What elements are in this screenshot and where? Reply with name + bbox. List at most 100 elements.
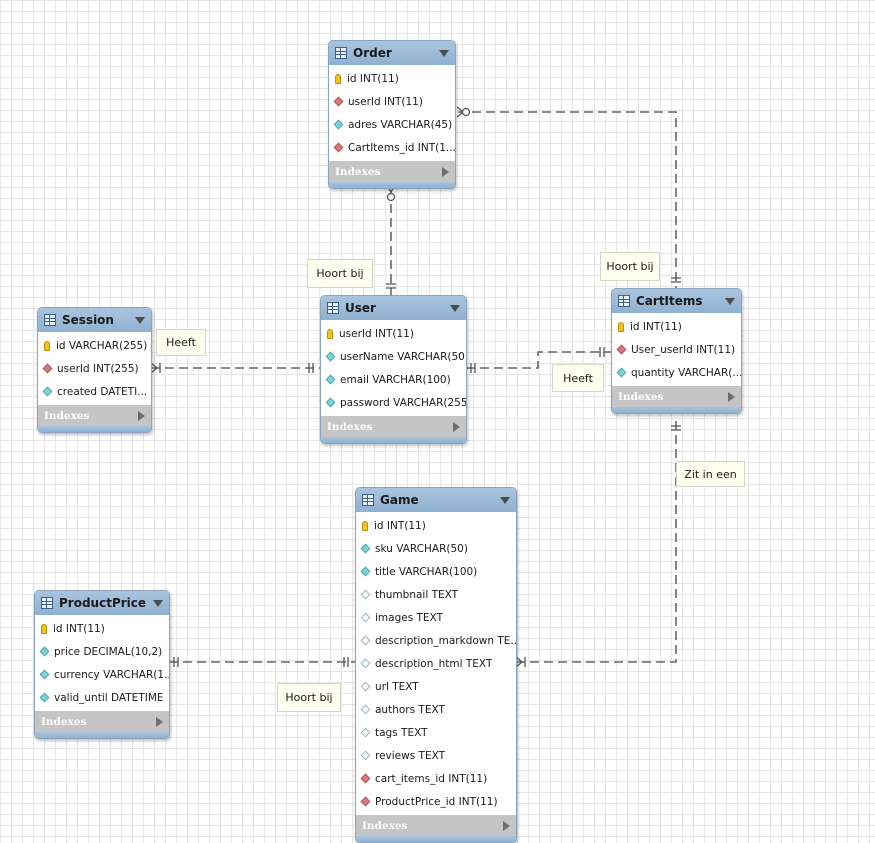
column-label: reviews TEXT: [375, 749, 446, 762]
column-row[interactable]: url TEXT: [356, 675, 516, 698]
column-row[interactable]: adres VARCHAR(45): [329, 113, 455, 136]
table-icon: [44, 314, 56, 326]
table-name: CartItems: [636, 294, 703, 308]
indexes-section[interactable]: Indexes: [612, 386, 741, 407]
collapse-caret-icon[interactable]: [450, 304, 460, 312]
column-row[interactable]: id INT(11): [612, 315, 741, 338]
table-user[interactable]: User userId INT(11) userName VARCHAR(50)e…: [320, 295, 467, 444]
expand-caret-icon[interactable]: [442, 166, 449, 177]
note-cartitems-game[interactable]: Zit in een: [676, 461, 745, 487]
table-cartitems[interactable]: CartItems id INT(11) User_userId INT(11) q…: [611, 288, 742, 414]
table-game[interactable]: Game id INT(11) sku VARCHAR(50)title VARC…: [355, 487, 517, 843]
column-row[interactable]: tags TEXT: [356, 721, 516, 744]
column-row[interactable]: sku VARCHAR(50): [356, 537, 516, 560]
table-icon: [618, 295, 630, 307]
collapse-caret-icon[interactable]: [135, 316, 145, 324]
table-icon: [335, 47, 347, 59]
column-row[interactable]: thumbnail TEXT: [356, 583, 516, 606]
column-row[interactable]: images TEXT: [356, 606, 516, 629]
column-list: id INT(11) User_userId INT(11) quantity VA…: [612, 313, 741, 386]
column-label: userId INT(11): [339, 327, 414, 340]
column-row[interactable]: created DATETI...: [38, 380, 151, 403]
indexes-section[interactable]: Indexes: [321, 416, 466, 437]
expand-caret-icon[interactable]: [728, 391, 735, 402]
expand-caret-icon[interactable]: [503, 820, 510, 831]
collapse-caret-icon[interactable]: [153, 599, 163, 607]
primary-key-icon: [335, 73, 341, 84]
column-row[interactable]: userName VARCHAR(50): [321, 345, 466, 368]
column-row[interactable]: cart_items_id INT(11): [356, 767, 516, 790]
indexes-section[interactable]: Indexes: [38, 405, 151, 426]
column-label: created DATETI...: [57, 385, 148, 398]
indexes-label: Indexes: [618, 390, 664, 403]
column-label: User_userId INT(11): [631, 343, 736, 356]
note-productprice-game[interactable]: Hoort bij: [277, 683, 341, 712]
column-icon: [39, 692, 50, 703]
column-label: description_markdown TE...: [375, 634, 516, 647]
column-row[interactable]: userId INT(255): [38, 357, 151, 380]
column-row[interactable]: quantity VARCHAR(...: [612, 361, 741, 384]
column-row[interactable]: ProductPrice_id INT(11): [356, 790, 516, 813]
column-row[interactable]: valid_until DATETIME: [35, 686, 169, 709]
column-label: userId INT(255): [57, 362, 139, 375]
column-row[interactable]: id INT(11): [356, 514, 516, 537]
indexes-section[interactable]: Indexes: [329, 161, 455, 182]
table-order[interactable]: Order id INT(11) userId INT(11) adres VARC…: [328, 40, 456, 189]
column-row[interactable]: currency VARCHAR(1...: [35, 663, 169, 686]
collapse-caret-icon[interactable]: [439, 49, 449, 57]
indexes-section[interactable]: Indexes: [35, 711, 169, 732]
nullable-column-icon: [360, 750, 371, 761]
foreign-key-icon: [360, 796, 371, 807]
column-row[interactable]: userId INT(11): [329, 90, 455, 113]
note-order-user[interactable]: Hoort bij: [307, 259, 373, 288]
expand-caret-icon[interactable]: [138, 410, 145, 421]
column-row[interactable]: id VARCHAR(255): [38, 334, 151, 357]
column-row[interactable]: email VARCHAR(100): [321, 368, 466, 391]
primary-key-icon: [44, 340, 50, 351]
table-icon: [41, 597, 53, 609]
note-user-cartitems[interactable]: Heeft: [552, 364, 604, 392]
collapse-caret-icon[interactable]: [500, 496, 510, 504]
expand-caret-icon[interactable]: [453, 421, 460, 432]
table-header[interactable]: User: [321, 296, 466, 320]
indexes-label: Indexes: [362, 819, 408, 832]
note-session-user[interactable]: Heeft: [156, 329, 206, 356]
table-header[interactable]: Game: [356, 488, 516, 512]
column-row[interactable]: title VARCHAR(100): [356, 560, 516, 583]
column-row[interactable]: description_html TEXT: [356, 652, 516, 675]
column-list: id INT(11) price DECIMAL(10,2) currency VA…: [35, 615, 169, 711]
column-label: id INT(11): [374, 519, 426, 532]
primary-key-icon: [41, 623, 47, 634]
column-label: price DECIMAL(10,2): [54, 645, 163, 658]
table-icon: [327, 302, 339, 314]
column-row[interactable]: id INT(11): [35, 617, 169, 640]
column-row[interactable]: reviews TEXT: [356, 744, 516, 767]
column-row[interactable]: authors TEXT: [356, 698, 516, 721]
column-icon: [616, 367, 627, 378]
collapse-caret-icon[interactable]: [725, 297, 735, 305]
indexes-section[interactable]: Indexes: [356, 815, 516, 836]
column-row[interactable]: userId INT(11): [321, 322, 466, 345]
column-label: id VARCHAR(255): [56, 339, 148, 352]
foreign-key-icon: [42, 363, 53, 374]
expand-caret-icon[interactable]: [156, 716, 163, 727]
column-icon: [325, 351, 336, 362]
column-row[interactable]: User_userId INT(11): [612, 338, 741, 361]
column-row[interactable]: description_markdown TE...: [356, 629, 516, 652]
table-productprice[interactable]: ProductPrice id INT(11) price DECIMAL(10,…: [34, 590, 170, 739]
column-row[interactable]: CartItems_id INT(1...: [329, 136, 455, 159]
indexes-label: Indexes: [335, 165, 381, 178]
table-header[interactable]: Session: [38, 308, 151, 332]
column-row[interactable]: price DECIMAL(10,2): [35, 640, 169, 663]
column-icon: [360, 566, 371, 577]
column-label: userId INT(11): [348, 95, 423, 108]
column-row[interactable]: password VARCHAR(255): [321, 391, 466, 414]
table-session[interactable]: Session id VARCHAR(255) userId INT(255) cr…: [37, 307, 152, 433]
table-header[interactable]: ProductPrice: [35, 591, 169, 615]
table-icon: [362, 494, 374, 506]
table-header[interactable]: CartItems: [612, 289, 741, 313]
column-row[interactable]: id INT(11): [329, 67, 455, 90]
note-order-cartitems[interactable]: Hoort bij: [600, 252, 660, 281]
table-header[interactable]: Order: [329, 41, 455, 65]
column-label: valid_until DATETIME: [54, 691, 164, 704]
